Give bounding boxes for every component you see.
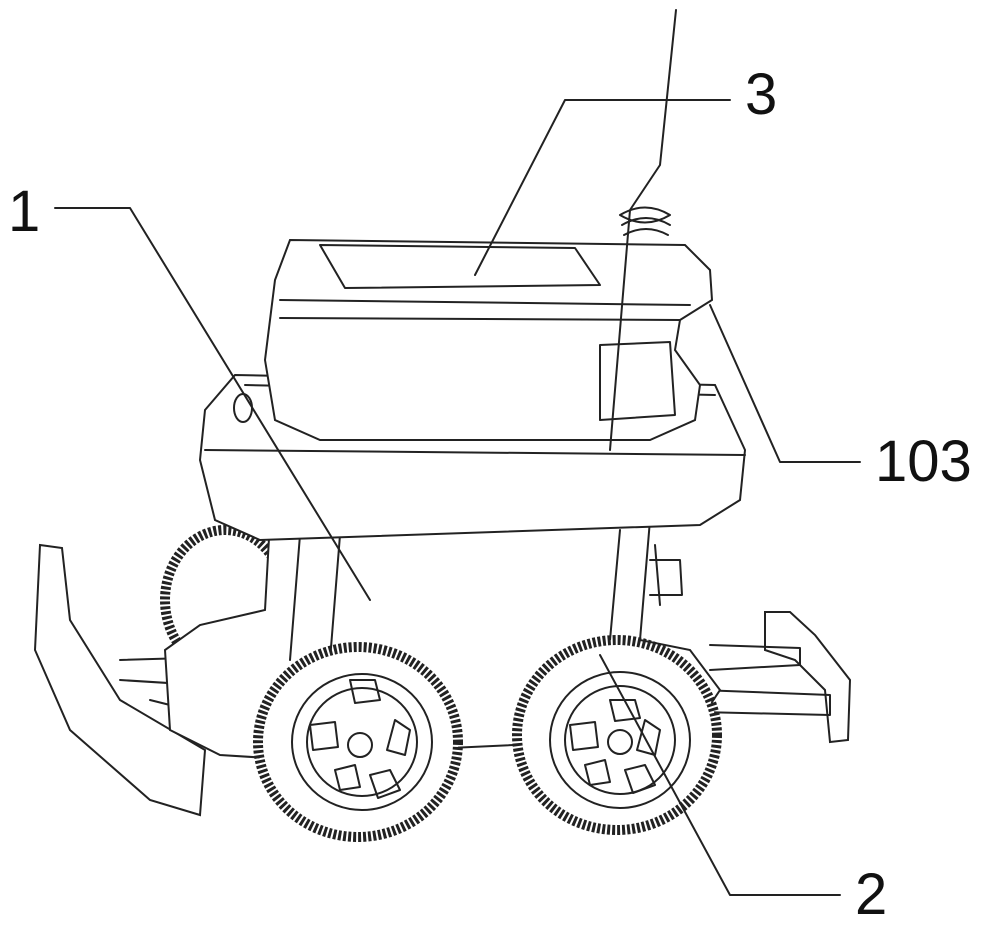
rear-bumper [765,612,850,742]
front-wheel-left [258,647,458,837]
label-wheel: 2 [855,866,887,924]
water-tank [265,240,712,440]
front-wheel-right [517,640,717,830]
label-tank: 3 [745,66,777,124]
label-body: 1 [8,183,40,241]
label-handle: 103 [875,433,972,491]
